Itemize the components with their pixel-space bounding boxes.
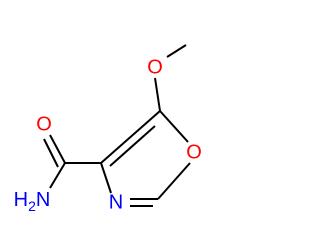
bond-carbonyl-oxygen-b bbox=[43, 138, 59, 168]
bond-carbonyl-oxygen-a bbox=[49, 134, 66, 164]
amide-nitrogen-label: H2N bbox=[14, 189, 51, 213]
bond-c5-ring-oxygen bbox=[159, 110, 189, 143]
bonds bbox=[43, 44, 191, 207]
amide-nh2-text: H2N bbox=[14, 189, 51, 213]
bond-ring-oxygen-c2 bbox=[157, 162, 191, 200]
structure-diagram: O O O N H2N bbox=[14, 44, 202, 214]
methoxy-oxygen-label: O bbox=[147, 56, 163, 78]
carbonyl-oxygen-label: O bbox=[36, 113, 52, 135]
bond-c4-c5-a bbox=[100, 110, 161, 164]
bond-carbonyl-amide bbox=[49, 162, 66, 189]
bond-oxygen-c5 bbox=[154, 77, 161, 112]
bond-n3-c4 bbox=[100, 162, 112, 194]
bond-c4-c5-b bbox=[109, 125, 156, 167]
ring-nitrogen-label: N bbox=[109, 191, 123, 213]
bond-methyl-oxygen bbox=[166, 44, 187, 58]
ring-oxygen-label: O bbox=[186, 141, 202, 163]
